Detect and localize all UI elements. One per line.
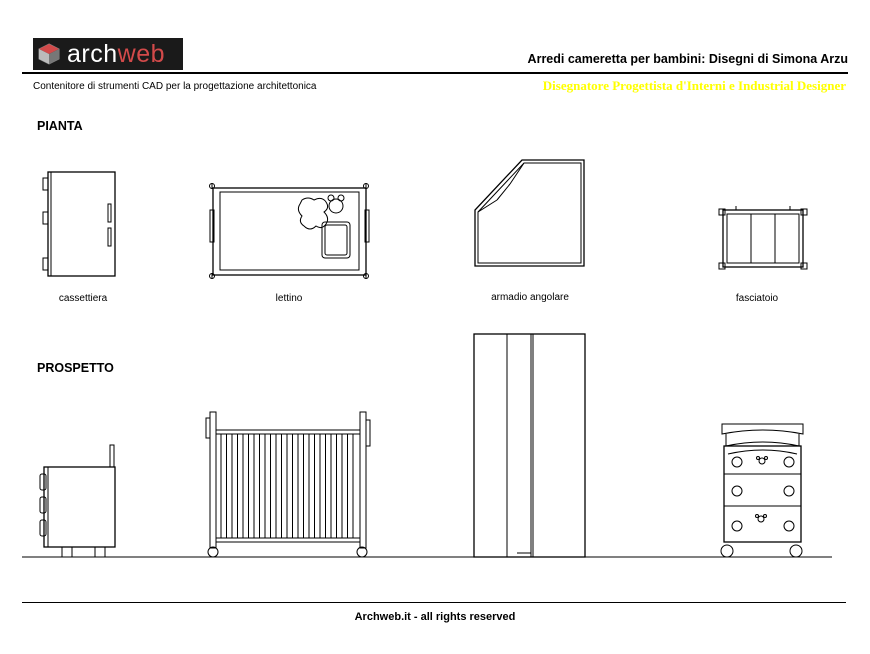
logo-wordmark: archweb	[67, 40, 166, 68]
site-tagline: Contenitore di strumenti CAD per la prog…	[33, 81, 317, 92]
copyright-footer: Archweb.it - all rights reserved	[354, 611, 516, 623]
label-corner-wardrobe: armadio angolare	[491, 292, 569, 303]
cube-logo-icon	[38, 43, 60, 65]
crib-plan	[209, 183, 370, 279]
footer-rule	[22, 602, 846, 603]
label-changing-table: fasciatoio	[735, 293, 779, 304]
archweb-logo: archweb	[33, 38, 183, 70]
changing-table-plan	[718, 206, 808, 270]
dresser-plan	[42, 171, 116, 277]
author-role: Disegnatore Progettista d'Interni e Indu…	[542, 78, 846, 93]
section-elevation-heading: PROSPETTO	[37, 361, 114, 375]
drawing-title: Arredi cameretta per bambini: Disegni di…	[527, 52, 848, 66]
changing-table-elevation	[720, 423, 804, 558]
crib-elevation	[205, 411, 371, 558]
corner-wardrobe-plan	[474, 159, 585, 267]
label-crib: lettino	[275, 293, 303, 304]
header-rule	[22, 72, 848, 74]
bear-pattern	[297, 194, 351, 259]
section-plan-heading: PIANTA	[37, 119, 83, 133]
dresser-elevation	[39, 444, 116, 558]
crib-slats	[220, 434, 354, 538]
label-dresser: cassettiera	[58, 293, 108, 304]
corner-wardrobe-elevation	[473, 333, 586, 558]
